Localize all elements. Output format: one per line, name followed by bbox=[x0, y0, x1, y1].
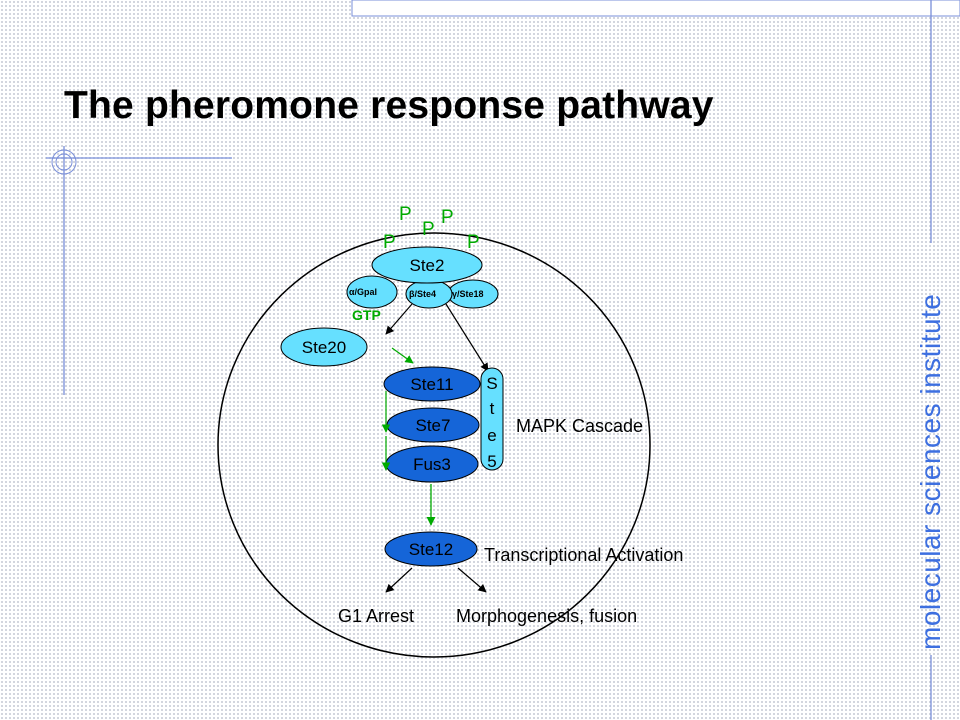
ste5-scaffold-node bbox=[480, 367, 504, 471]
ste12-node bbox=[384, 531, 478, 567]
activation-arrow-ste20-ste11 bbox=[391, 347, 414, 364]
ste5-letter: 5 bbox=[487, 452, 496, 471]
corner-ring-inner bbox=[55, 153, 73, 171]
ste20-label: Ste20 bbox=[302, 338, 346, 357]
transcriptional-activation-label: Transcriptional Activation bbox=[484, 545, 683, 565]
g1-arrest-label: G1 Arrest bbox=[338, 606, 414, 626]
g-alpha-label: α/Gpal bbox=[349, 287, 377, 297]
ste11-label: Ste11 bbox=[410, 375, 453, 394]
arrow-to-g1-arrest bbox=[385, 567, 413, 593]
ste12-label: Ste12 bbox=[409, 540, 453, 559]
cell-membrane bbox=[217, 232, 651, 658]
corner-ring-outer bbox=[51, 149, 77, 175]
ste2-receptor-node bbox=[371, 246, 483, 284]
mapk-cascade-label: MAPK Cascade bbox=[516, 416, 643, 436]
slide-title: The pheromone response pathway bbox=[64, 84, 714, 127]
g-gamma-label: γ/Ste18 bbox=[452, 289, 484, 299]
top-right-band bbox=[351, 0, 960, 17]
g-alpha-node bbox=[346, 275, 398, 309]
arrow-to-ste5 bbox=[445, 303, 489, 372]
gtp-label: GTP bbox=[352, 307, 381, 323]
fus3-label: Fus3 bbox=[413, 455, 451, 474]
ste20-node bbox=[280, 327, 368, 367]
ste2-label: Ste2 bbox=[410, 256, 445, 275]
arrow-to-ste20 bbox=[385, 303, 413, 335]
ste11-node bbox=[383, 366, 481, 402]
morphogenesis-label: Morphogenesis, fusion bbox=[456, 606, 637, 626]
phosphate-label: P bbox=[467, 232, 480, 253]
phosphate-label: P bbox=[399, 204, 412, 225]
ste5-letter: S bbox=[486, 374, 497, 393]
ste7-label: Ste7 bbox=[416, 416, 451, 435]
phosphate-label: P bbox=[383, 232, 396, 253]
ste5-letter: e bbox=[487, 426, 496, 445]
g-beta-label: β/Ste4 bbox=[409, 289, 436, 299]
phosphate-label: P bbox=[441, 207, 454, 228]
ste5-letter: t bbox=[490, 399, 495, 418]
arrow-to-morphogenesis bbox=[457, 567, 487, 593]
phosphate-label: P bbox=[422, 219, 435, 240]
